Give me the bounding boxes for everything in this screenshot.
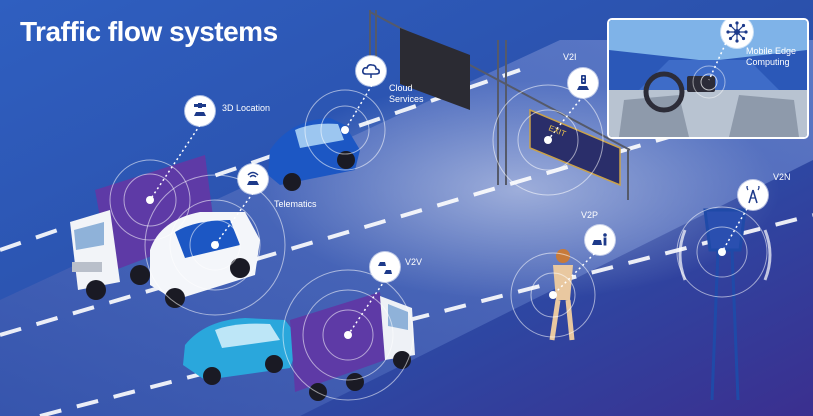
satellite-car-icon (194, 103, 206, 116)
car-interior-illustration (609, 20, 807, 137)
edge-label-line2: Computing (746, 57, 790, 67)
white-car (150, 212, 260, 308)
v2p-bubble (585, 225, 615, 255)
edge-bubble (721, 20, 753, 48)
cloud-label-line1: Cloud (389, 83, 413, 93)
billboard (400, 28, 470, 110)
location-3d-bubble (185, 96, 215, 126)
edge-label-line1: Mobile Edge (746, 46, 797, 56)
v2p-label: V2P (581, 210, 599, 220)
cloud-label-line2: Services (389, 94, 424, 104)
v2i-bubble (568, 68, 598, 98)
v2n-label: V2N (773, 172, 791, 182)
connector-lines (149, 84, 753, 336)
signal-rings (109, 84, 768, 401)
v2v-bubble (370, 252, 400, 282)
car-to-car-icon (378, 262, 392, 274)
v2v-label: V2V (405, 257, 423, 267)
location-3d-label: 3D Location (222, 103, 271, 113)
v2n-bubble (738, 180, 768, 210)
truck-bottom (290, 292, 415, 401)
exit-sign (529, 108, 621, 187)
mobile-edge-inset: Mobile Edge Computing (607, 18, 809, 139)
cloud-bubble (356, 56, 386, 86)
v2i-label: V2I (563, 52, 577, 62)
traffic-light-car-icon (577, 75, 589, 90)
telematics-label: Telematics (274, 199, 317, 209)
cloud-icon (362, 64, 380, 78)
signal-car-icon (247, 171, 259, 185)
telematics-bubble (238, 164, 268, 194)
car-pedestrian-icon (592, 233, 607, 246)
cell-tower-icon (746, 186, 760, 204)
blue-car-upper (268, 118, 360, 191)
cell-tower (678, 208, 772, 401)
cyan-car (183, 318, 300, 385)
network-hub-icon (726, 21, 748, 43)
page-title: Traffic flow systems (20, 16, 278, 47)
